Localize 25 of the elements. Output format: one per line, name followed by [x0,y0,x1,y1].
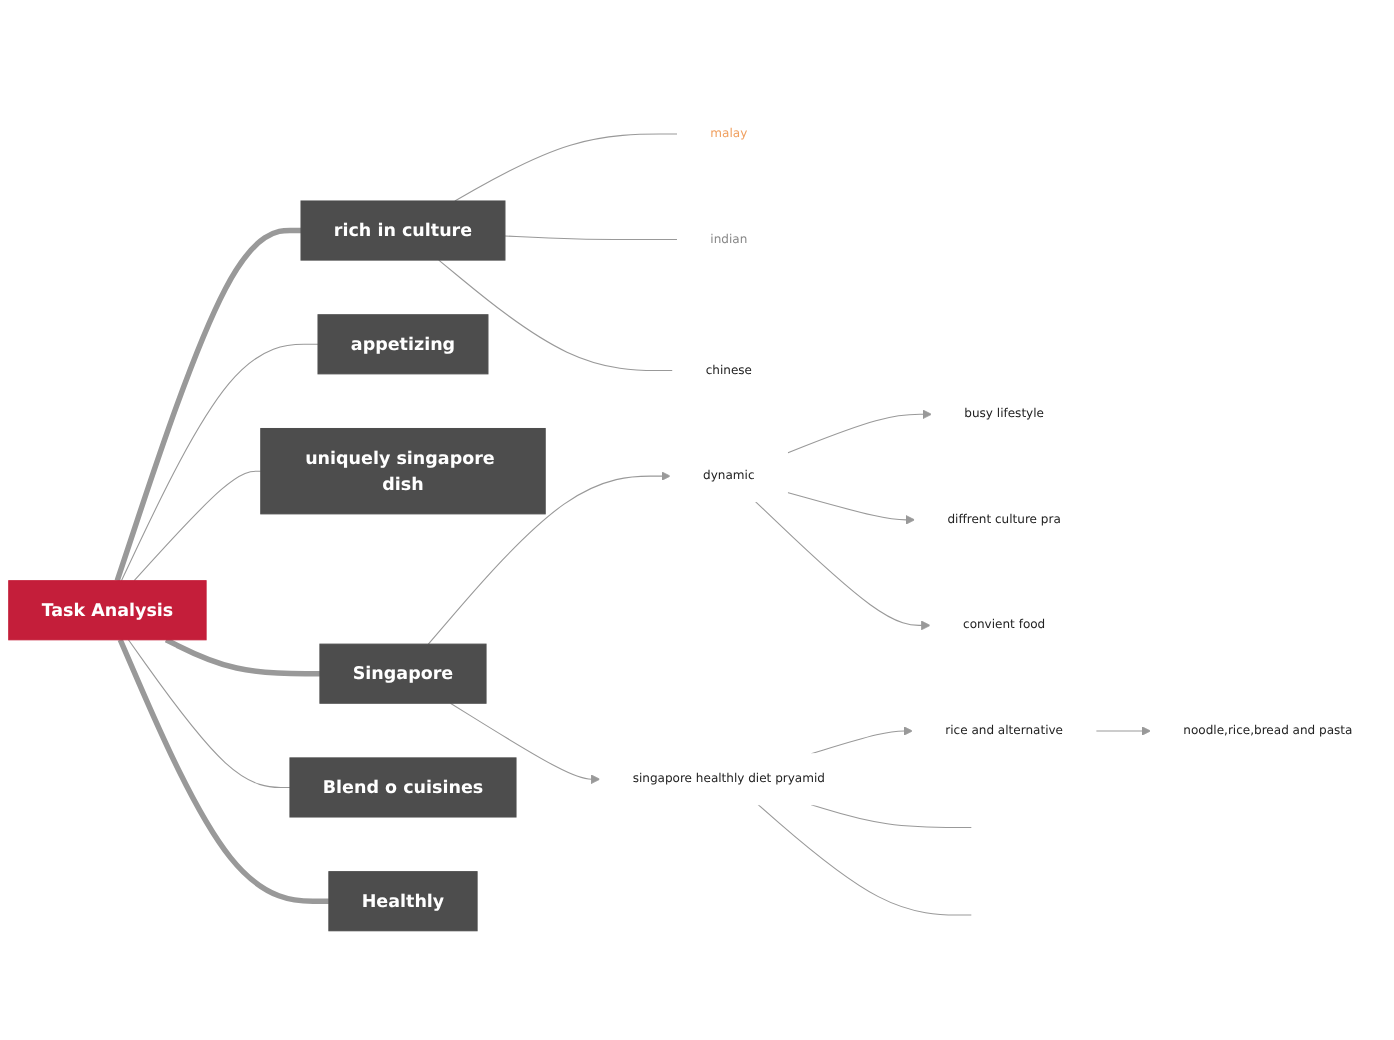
node-box: rich in culture [300,200,506,261]
arrow [1095,726,1151,736]
arrow [786,409,932,454]
connector [454,133,679,202]
node-box: Healthly [328,871,478,932]
connector [438,259,674,372]
node-box: uniquely singapore dish [260,428,546,515]
connector [133,470,262,582]
connector [120,343,319,582]
node-box: Blend o cuisines [289,757,517,818]
connector [114,227,302,582]
arrow [449,702,601,785]
connector [757,804,972,916]
connector [127,639,291,788]
arrow [810,726,913,755]
node-box: Singapore [319,643,487,704]
connector [117,638,329,904]
connector [504,235,679,241]
arrow [427,471,671,645]
arrow [754,501,931,631]
connector [164,637,320,677]
node-box: Task Analysis [8,580,207,641]
node-box: appetizing [317,314,489,375]
arrow [786,491,916,525]
connector [810,804,972,829]
